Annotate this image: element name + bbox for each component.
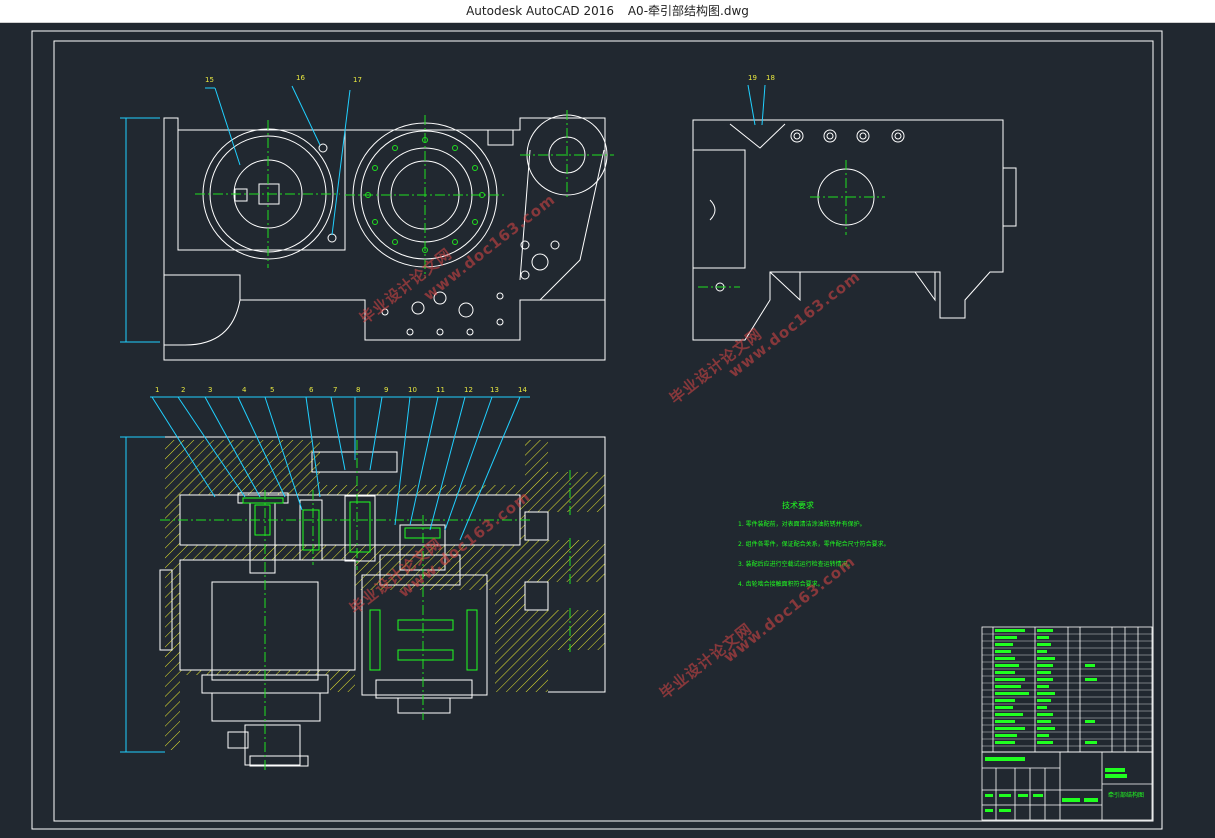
window-titlebar: Autodesk AutoCAD 2016 A0-牵引部结构图.dwg [0, 0, 1215, 23]
section-leaders [150, 396, 530, 541]
tech-req-item-1: 1. 零件装配前，对表面清洁涂油防锈并有保护。 [738, 521, 866, 528]
front-view-dimension [120, 85, 351, 343]
balloon-11: 11 [436, 386, 445, 394]
document-name: A0-牵引部结构图.dwg [627, 4, 749, 18]
title-block [981, 751, 1153, 821]
balloon-18: 18 [766, 74, 775, 82]
app-name: Autodesk AutoCAD 2016 [466, 4, 615, 18]
section-view-gears [242, 497, 478, 671]
tech-req-item-2: 2. 组件各零件，保证配合关系，零件配合尺寸符合要求。 [738, 541, 890, 548]
window-title: Autodesk AutoCAD 2016 A0-牵引部结构图.dwg [0, 2, 1215, 19]
balloon-6: 6 [309, 386, 314, 394]
top-right-balloons: 19 18 [748, 74, 775, 82]
side-view-centerlines [698, 160, 885, 288]
drawing-canvas[interactable]: 15 16 17 19 18 [0, 22, 1215, 838]
section-view-outline [122, 436, 606, 767]
section-view-dimension [120, 436, 165, 753]
balloon-7: 7 [333, 386, 337, 394]
title-block-name: 牵引部结构图 [1108, 791, 1144, 799]
balloon-14: 14 [518, 386, 527, 394]
balloon-12: 12 [464, 386, 473, 394]
tech-req-item-3: 3. 装配后应进行空载试运行检查运转情况。 [738, 561, 854, 568]
section-view-centerlines [160, 440, 571, 770]
inner-border [53, 40, 1154, 822]
balloon-10: 10 [408, 386, 417, 394]
balloon-2: 2 [181, 386, 185, 394]
balloon-4: 4 [242, 386, 247, 394]
balloon-1: 1 [155, 386, 159, 394]
outer-border [31, 30, 1163, 830]
balloon-3: 3 [208, 386, 212, 394]
balloon-9: 9 [384, 386, 388, 394]
balloon-15: 15 [205, 76, 214, 84]
section-balloons: 1 2 3 4 5 6 7 8 9 10 11 12 13 14 [155, 386, 527, 394]
cad-drawing[interactable]: 15 16 17 19 18 [0, 22, 1215, 838]
tech-req-title: 技术要求 [782, 501, 814, 510]
tech-req-item-4: 4. 齿轮啮合接触面积符合要求。 [738, 581, 824, 588]
balloon-16: 16 [296, 74, 305, 82]
top-left-balloons: 15 16 17 [205, 74, 362, 84]
balloon-5: 5 [270, 386, 274, 394]
balloon-13: 13 [490, 386, 499, 394]
parts-list-rows [982, 633, 1152, 747]
balloon-8: 8 [356, 386, 360, 394]
balloon-17: 17 [353, 76, 362, 84]
technical-requirements: 技术要求 1. 零件装配前，对表面清洁涂油防锈并有保护。 2. 组件各零件，保证… [738, 500, 890, 599]
side-view-leaders [747, 84, 766, 126]
front-view-centerlines [195, 110, 614, 278]
parts-list-fills [995, 629, 1097, 744]
title-block-fills [985, 757, 1127, 812]
side-view [692, 119, 1017, 341]
balloon-19: 19 [748, 74, 757, 82]
front-view [163, 114, 608, 361]
